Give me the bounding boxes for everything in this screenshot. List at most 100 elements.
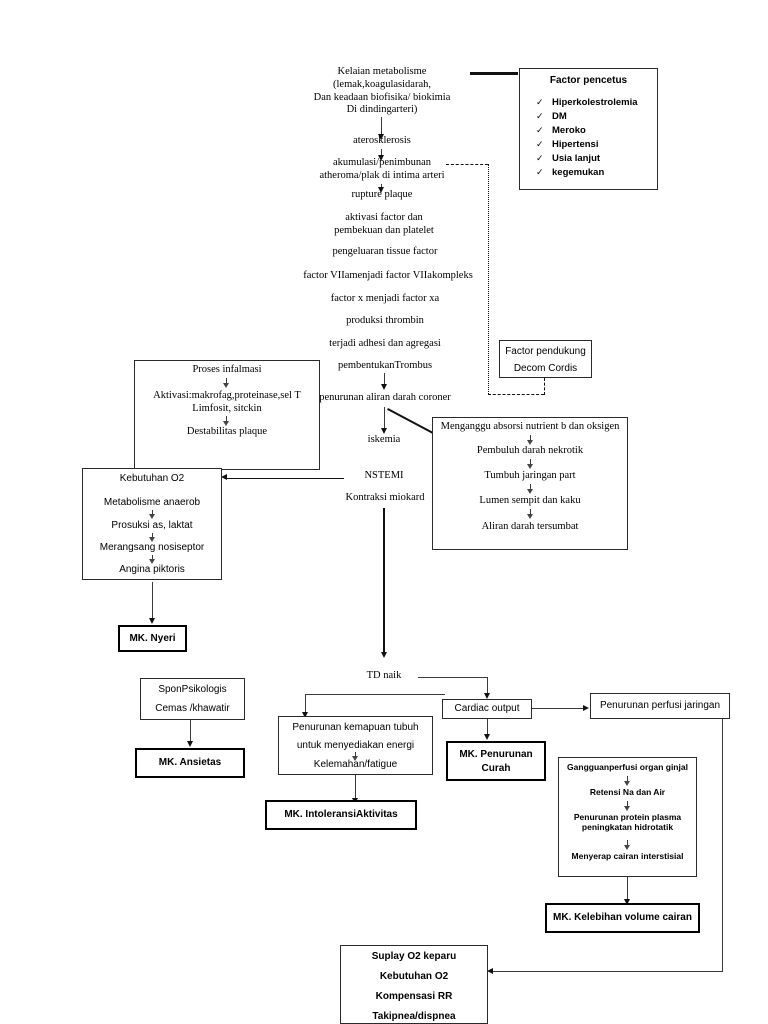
connector-dashed-to-pendukung (544, 378, 545, 395)
connector-td-to-cardiac-h (418, 677, 488, 679)
connector-ginjal-1 (627, 776, 629, 784)
connector-perfusi-rail-h (492, 971, 723, 973)
energi-line1: Penurunan kemapuan tubuh (292, 722, 419, 733)
list-item-label: Hiperkolestrolemia (552, 96, 638, 108)
kebutuhan-o2-line3: Prosuksi as, laktat (111, 520, 193, 531)
factor-pencetus-box (519, 68, 658, 190)
connector-absorsi-2 (530, 459, 532, 467)
arrowhead-down (623, 899, 630, 905)
kebutuhan-o2-line2: Metabolisme anaerob (103, 497, 201, 508)
list-item: ✓ Meroko (536, 123, 638, 137)
list-item: ✓ Hipertensi (536, 137, 638, 151)
arrowhead-down (377, 155, 384, 161)
mk-intoleransi-box (265, 800, 417, 830)
check-icon: ✓ (536, 152, 544, 163)
node-kelaian-metabolisme: Kelaian metabolisme (lemak,koagulasidara… (313, 66, 451, 116)
connector-start-to-aterosklerosis (381, 117, 383, 136)
cardiac-output-label: Cardiac output (454, 703, 520, 714)
arrowhead-down (352, 756, 358, 761)
arrowhead-down (377, 187, 384, 193)
connector-inflamasi-1 (226, 378, 228, 386)
node-factor-viia: factor VIIamenjadi factor VIIakompleks (303, 270, 473, 281)
arrowhead-down (149, 514, 155, 519)
connector-kebutuhan-3 (152, 555, 154, 562)
node-adhesi-agregasi: terjadi adhesi dan agregasi (329, 338, 441, 349)
arrowhead-down (148, 618, 155, 624)
ginjal-line1: Gangguanperfusi organ ginjal (567, 762, 688, 772)
node-pengeluaran-tissue-factor: pengeluaran tissue factor (332, 246, 438, 257)
connector-perfusi-rail-v (722, 719, 724, 972)
mk-nyeri-box (118, 625, 187, 652)
arrowhead-right (583, 704, 589, 711)
spon-psikologis-line1: SponPsikologis (158, 684, 227, 695)
arrowhead-down (527, 514, 533, 519)
factor-pendukung-box (499, 340, 592, 378)
connector-ginjal-3 (627, 840, 629, 848)
spon-psikologis-box (140, 678, 245, 720)
list-item-label: kegemukan (552, 166, 605, 178)
connector-dashed-bottom (488, 394, 544, 395)
absorsi-line4: Lumen sempit dan kaku (479, 495, 581, 506)
energi-line2: untuk menyediakan energi (296, 740, 415, 751)
arrowhead-down (186, 741, 193, 747)
check-icon: ✓ (536, 124, 544, 135)
node-aktivasi-factor: aktivasi factor dan pembekuan dan platel… (334, 212, 434, 236)
connector-absorsi-1 (530, 435, 532, 443)
arrowhead-down (223, 383, 229, 388)
absorsi-line1: Menganggu absorsi nutrient b dan oksigen (440, 421, 620, 432)
arrowhead-down (380, 384, 387, 390)
arrowhead-down (223, 421, 229, 426)
connector-td-to-cardiac-v (487, 677, 489, 695)
list-item: ✓ Hiperkolestrolemia (536, 95, 638, 109)
list-item-label: DM (552, 110, 567, 122)
connector-kebutuhan-1 (152, 510, 154, 517)
arrowhead-down (527, 489, 533, 494)
absorsi-line5: Aliran darah tersumbat (481, 521, 579, 532)
mk-nyeri-label: MK. Nyeri (129, 633, 176, 644)
factor-pendukung-line1: Factor pendukung (505, 346, 586, 357)
factor-pendukung-line2: Decom Cordis (513, 363, 578, 374)
list-item: ✓ kegemukan (536, 165, 638, 179)
node-iskemia: iskemia (367, 434, 401, 445)
connector-trombus-to-penurunan (384, 373, 386, 387)
suplay-o2-box (340, 945, 488, 1024)
node-produksi-thrombin: produksi thrombin (346, 315, 424, 326)
arrowhead-left (221, 474, 227, 480)
connector-ginjal-2 (627, 801, 629, 809)
mk-kelebihan-volume-box (545, 903, 700, 933)
connector-psikologis-to-ansietas (190, 720, 192, 744)
arrowhead-down (624, 845, 630, 850)
connector-nstemi-to-kebutuhan-o2 (226, 477, 344, 479)
mk-kelebihan-volume-label: MK. Kelebihan volume cairan (553, 912, 692, 923)
perfusi-jaringan-label: Penurunan perfusi jaringan (599, 700, 721, 711)
arrowhead-down (377, 134, 384, 140)
arrowhead-down (380, 428, 387, 434)
connector-penurunan-to-iskemia (384, 407, 386, 431)
connector-kebutuhan-2 (152, 533, 154, 540)
list-item-label: Usia lanjut (552, 152, 601, 164)
mk-ansietas-label: MK. Ansietas (158, 757, 222, 768)
connector-cardiac-to-energi-v (305, 694, 307, 714)
arrowhead-down (149, 559, 155, 564)
suplay-line4: Takipnea/dispnea (372, 1011, 456, 1022)
arrowhead-down (527, 464, 533, 469)
list-item: ✓ DM (536, 109, 638, 123)
node-aterosklerosis: aterosklerosis (353, 135, 411, 146)
list-item-label: Meroko (552, 124, 586, 136)
connector-inflamasi-2 (226, 416, 228, 424)
connector-cardiac-to-curah (487, 719, 489, 737)
node-kontraksi-miokard: Kontraksi miokard (345, 492, 425, 503)
mk-intoleransi-label: MK. IntoleransiAktivitas (284, 809, 398, 820)
ginjal-line2: Retensi Na dan Air (589, 787, 666, 797)
arrowhead-left (487, 967, 493, 974)
connector-absorsi-3 (530, 484, 532, 492)
list-item: ✓ Usia lanjut (536, 151, 638, 165)
mk-penurunan-curah-label: MK. Penurunan Curah (459, 749, 533, 774)
energi-box (278, 716, 433, 775)
connector-kebutuhan-to-nyeri (152, 582, 154, 622)
energi-line3: Kelemahan/fatigue (313, 759, 398, 770)
arrowhead-down (624, 806, 630, 811)
arrowhead-down (483, 734, 490, 740)
connector-dotted-vertical (488, 164, 489, 394)
connector-aterosklerosis-to-akumulasi (381, 149, 383, 158)
